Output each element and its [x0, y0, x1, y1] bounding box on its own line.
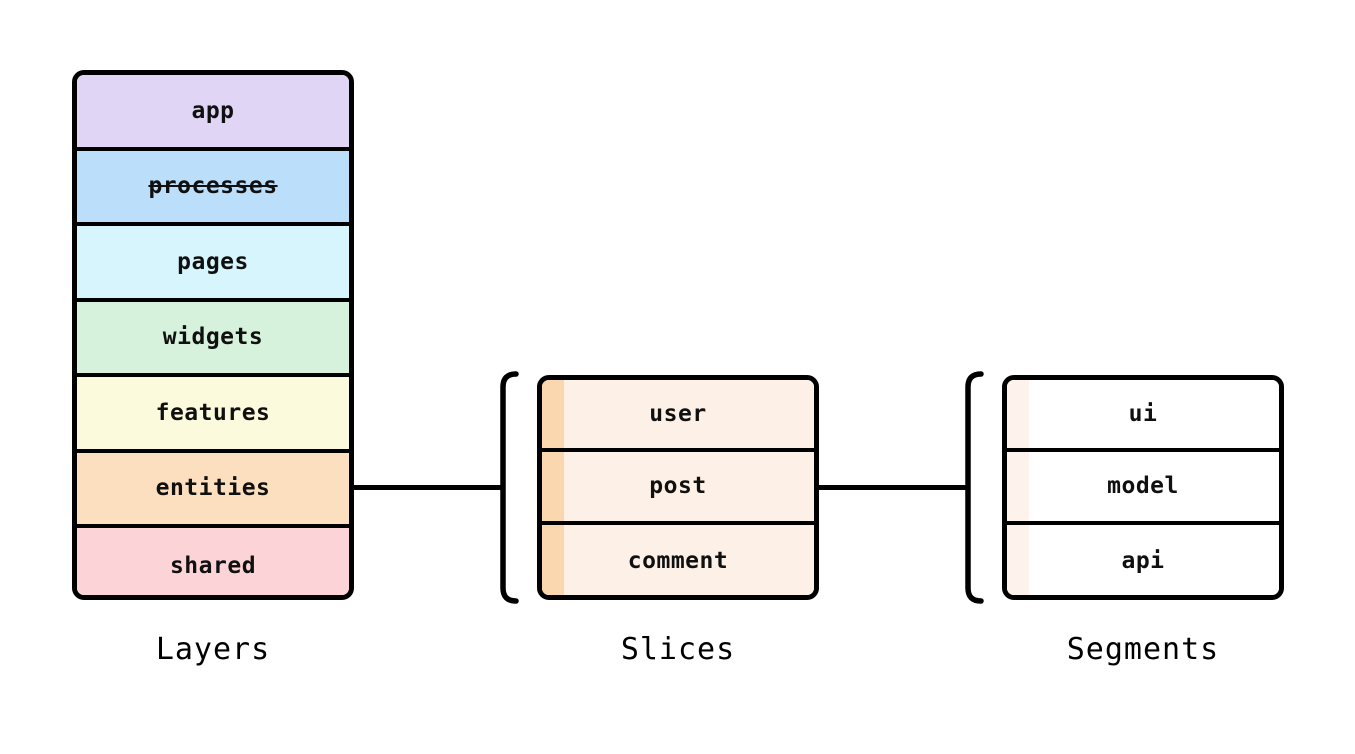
layer-label-shared: shared [169, 552, 257, 579]
band-stripe [1007, 380, 1029, 449]
slices-stack: user post comment [537, 375, 819, 600]
slice-band-post[interactable]: post [542, 452, 814, 525]
segment-band-api[interactable]: api [1007, 524, 1279, 595]
connector-slices-to-segments [816, 485, 969, 490]
caption-layers: Layers [155, 632, 271, 667]
slice-label-comment: comment [627, 547, 729, 574]
layer-band-shared[interactable]: shared [77, 528, 349, 595]
layer-band-processes[interactable]: processes [77, 150, 349, 226]
segments-bracket-icon [965, 371, 984, 604]
slice-label-user: user [649, 401, 707, 428]
layer-band-features[interactable]: features [77, 377, 349, 453]
layer-label-features: features [155, 399, 271, 426]
segment-label-model: model [1107, 473, 1179, 500]
band-stripe [1007, 452, 1029, 521]
band-stripe [542, 452, 564, 521]
slice-band-comment[interactable]: comment [542, 524, 814, 595]
layer-band-app[interactable]: app [77, 75, 349, 151]
layers-stack: app processes pages widgets features ent… [72, 70, 354, 600]
band-stripe [1007, 524, 1029, 595]
layer-label-pages: pages [177, 248, 249, 275]
segments-stack: ui model api [1002, 375, 1284, 600]
layer-label-widgets: widgets [162, 324, 264, 351]
layer-band-widgets[interactable]: widgets [77, 301, 349, 377]
band-stripe [542, 380, 564, 449]
layer-label-processes: processes [148, 173, 278, 200]
segment-label-api: api [1121, 547, 1165, 574]
layer-label-entities: entities [155, 475, 271, 502]
layer-label-app: app [191, 97, 235, 124]
layer-band-entities[interactable]: entities [77, 452, 349, 528]
slices-bracket-icon [500, 371, 519, 604]
slice-band-user[interactable]: user [542, 380, 814, 453]
connector-layers-to-slices [352, 485, 504, 490]
segment-band-ui[interactable]: ui [1007, 380, 1279, 453]
segment-band-model[interactable]: model [1007, 452, 1279, 525]
slice-label-post: post [649, 473, 707, 500]
layer-band-pages[interactable]: pages [77, 226, 349, 302]
caption-slices: Slices [620, 632, 736, 667]
segment-label-ui: ui [1128, 401, 1158, 428]
caption-segments: Segments [1066, 632, 1220, 667]
band-stripe [542, 524, 564, 595]
